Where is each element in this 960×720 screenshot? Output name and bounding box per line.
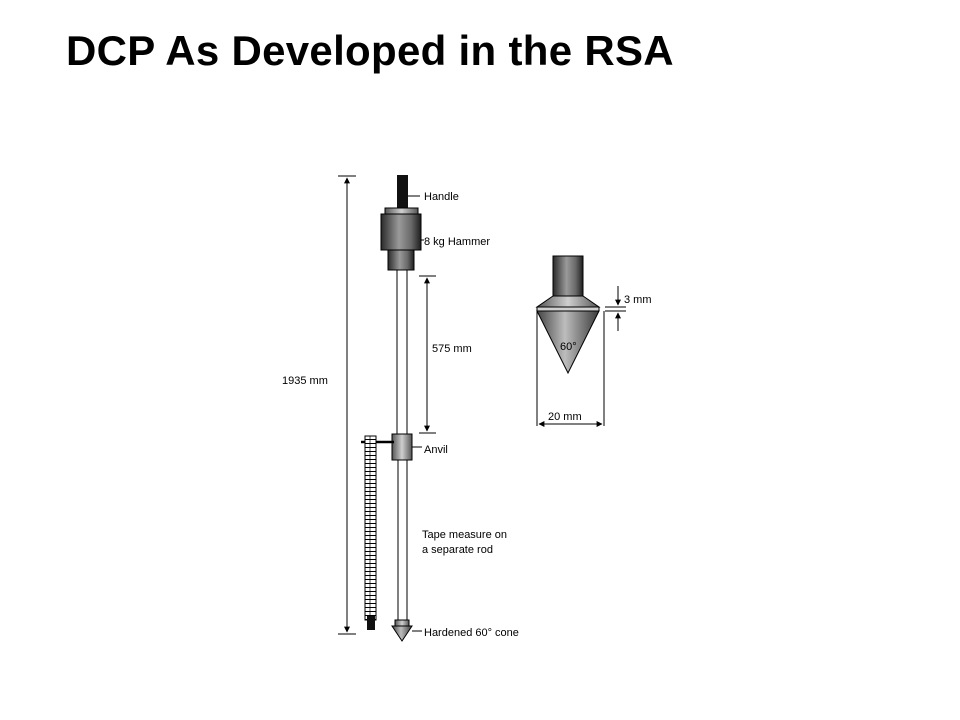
- total-length-dimension: [338, 175, 356, 635]
- cone-label: Hardened 60° cone: [424, 627, 519, 639]
- drop-height-label: 575 mm: [432, 343, 472, 355]
- hammer: [380, 207, 422, 271]
- cone-angle-label: 60°: [560, 341, 577, 353]
- handle: [397, 175, 408, 210]
- anvil: [391, 433, 413, 461]
- cone-offset-dimension: [605, 286, 626, 331]
- tape-measure-label: Tape measure on a separate rod: [422, 529, 510, 556]
- anvil-label: Anvil: [424, 444, 448, 456]
- bottom-cone: [391, 619, 413, 642]
- cone-detail: [535, 255, 605, 426]
- hammer-label: 8 kg Hammer: [424, 236, 490, 248]
- drop-height-dimension: [419, 275, 436, 434]
- tape-measure-rod: [361, 435, 394, 630]
- handle-label: Handle: [424, 191, 459, 203]
- lower-rod: [397, 459, 408, 621]
- cone-diameter-label: 20 mm: [548, 411, 582, 423]
- upper-rod: [396, 269, 408, 435]
- cone-offset-label: 3 mm: [624, 294, 652, 306]
- slide-title: DCP As Developed in the RSA: [66, 27, 674, 74]
- total-length-label: 1935 mm: [282, 375, 328, 387]
